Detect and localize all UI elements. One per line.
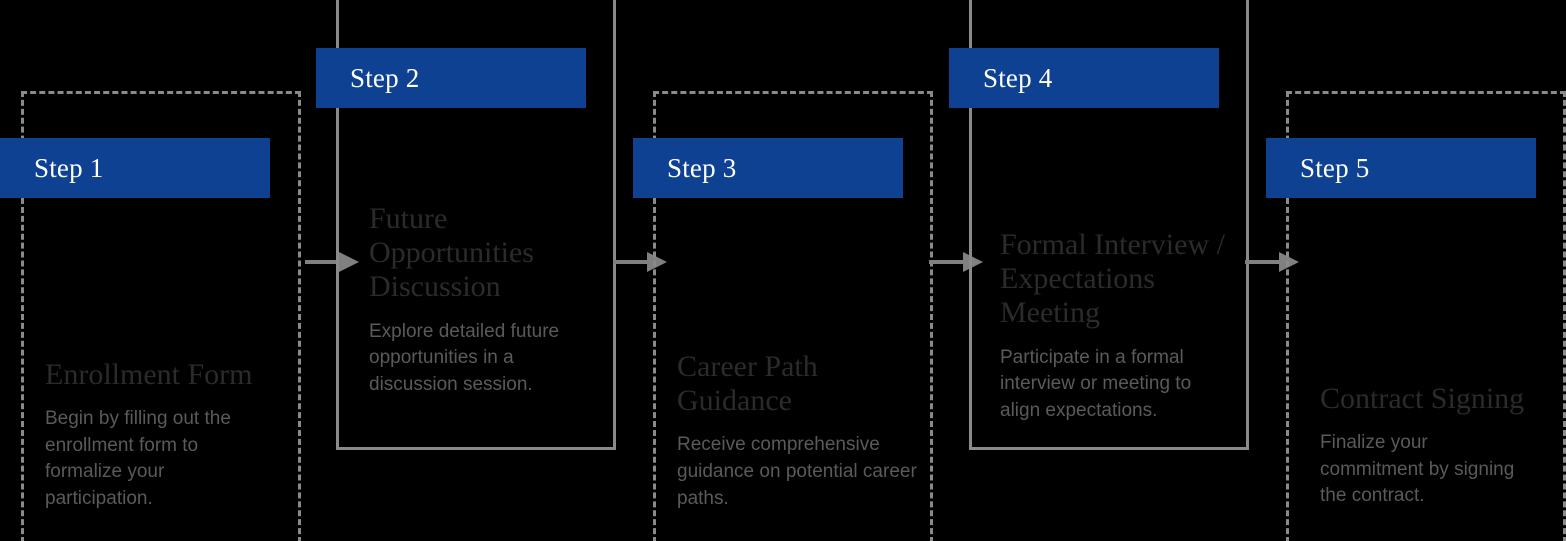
step-badge-3[interactable]: Step 3 [633,138,903,198]
step-badge-5-label: Step 5 [1300,152,1370,183]
step-title-4: Formal Interview / Expectations Meeting [1000,228,1225,330]
arrow-step3-to-step4 [929,249,985,275]
step-badge-5[interactable]: Step 5 [1266,138,1536,198]
step-badge-1-label: Step 1 [34,152,104,183]
arrow-step2-to-step3 [613,249,669,275]
step-description-1: Begin by filling out the enrollment form… [45,408,231,509]
step-card-4-frame [969,0,1249,450]
arrow-step4-to-step5 [1245,249,1301,275]
step-title-1: Enrollment Form [45,358,253,391]
step-content-2: Future Opportunities Discussion Explore … [369,202,574,398]
step-badge-1[interactable]: Step 1 [0,138,270,198]
step-title-3: Career Path Guidance [677,350,818,418]
step-title-5: Contract Signing [1320,382,1525,415]
step-description-2: Explore detailed future opportunities in… [369,320,560,395]
step-content-4: Formal Interview / Expectations Meeting … [1000,228,1225,424]
step-content-3: Career Path Guidance Receive comprehensi… [677,350,919,512]
step-content-5: Contract Signing Finalize your commitmen… [1320,382,1535,510]
step-title-2: Future Opportunities Discussion [369,202,534,304]
step-badge-4[interactable]: Step 4 [949,48,1219,108]
step-description-4: Participate in a formal interview or mee… [1000,346,1192,421]
step-badge-2-label: Step 2 [350,62,420,93]
step-card-2-frame [336,0,616,450]
step-card-3-frame [653,91,933,541]
arrow-step1-to-step2 [305,249,361,275]
step-description-5: Finalize your commitment by signing the … [1320,432,1515,507]
step-card-1-frame [21,91,301,541]
step-badge-4-label: Step 4 [983,62,1053,93]
step-badge-3-label: Step 3 [667,152,737,183]
step-badge-2[interactable]: Step 2 [316,48,586,108]
step-card-5-frame [1286,91,1566,541]
step-content-1: Enrollment Form Begin by filling out the… [45,358,260,513]
step-description-3: Receive comprehensive guidance on potent… [677,434,917,509]
